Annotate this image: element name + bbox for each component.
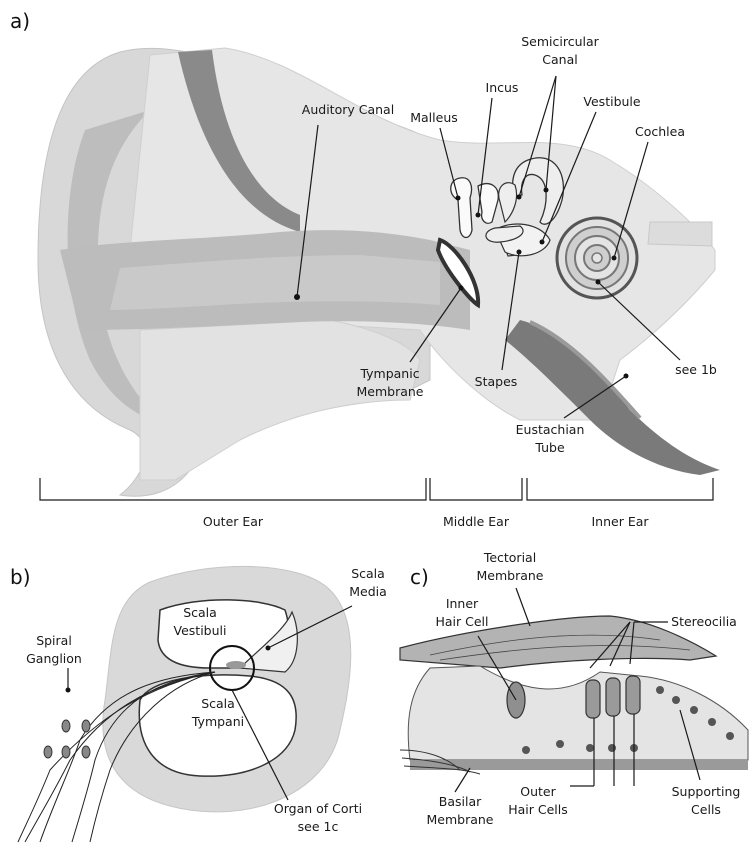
label-tectorial-line2: Membrane [477,568,544,583]
outer-hair-cells-shapes [586,676,640,718]
label-vestibule: Vestibule [583,94,640,109]
organ-of-corti-body [408,666,748,760]
label-inner-hair-line1: Inner [446,596,479,611]
bracket-middle-ear [430,478,522,500]
label-tympanic-line2: Membrane [357,384,424,399]
label-scala-media-line2: Media [349,584,387,599]
label-spiral-line2: Ganglion [26,651,82,666]
label-inner-ear: Inner Ear [591,514,649,529]
label-cochlea: Cochlea [635,124,685,139]
label-outer-hair-line2: Hair Cells [508,802,568,817]
label-scala-vestibuli-line1: Scala [183,605,217,620]
label-supporting-line2: Cells [691,802,721,817]
leader-tectorial [516,588,530,626]
label-eustachian-line1: Eustachian [516,422,585,437]
label-scala-tympani-line2: Tympani [191,714,244,729]
label-stereocilia: Stereocilia [671,614,737,629]
label-outer-ear: Outer Ear [203,514,264,529]
label-organ-line2: see 1c [298,819,339,834]
label-scala-vestibuli-line2: Vestibuli [174,623,227,638]
auditory-nerve [648,222,712,246]
label-incus: Incus [486,80,519,95]
leader-basilar [455,768,470,792]
panel-a-label: a) [10,9,30,33]
label-stapes: Stapes [475,374,518,389]
organ-of-corti-blob [226,661,246,669]
label-semicircular-line1: Semicircular [521,34,599,49]
label-scala-media-line1: Scala [351,566,385,581]
label-tectorial-line1: Tectorial [483,550,536,565]
cochlea-shape [557,218,637,298]
label-tympanic-line1: Tympanic [359,366,419,381]
panel-b-label: b) [10,565,31,589]
label-supporting-line1: Supporting [672,784,741,799]
bracket-inner-ear [527,478,713,500]
label-spiral-line1: Spiral [36,633,72,648]
bracket-outer-ear [40,478,426,500]
label-semicircular-line2: Canal [542,52,577,67]
label-malleus: Malleus [410,110,458,125]
label-middle-ear: Middle Ear [443,514,510,529]
label-organ-line1: Organ of Corti [274,801,362,816]
label-scala-tympani-line1: Scala [201,696,235,711]
lower-bone [140,320,420,480]
ganglion-cells [44,720,90,758]
label-basilar-line2: Membrane [427,812,494,827]
label-eustachian-line2: Tube [534,440,565,455]
label-outer-hair-line1: Outer [520,784,556,799]
label-auditory-canal: Auditory Canal [302,102,394,117]
label-basilar-line1: Basilar [439,794,482,809]
panel-c-label: c) [410,565,429,589]
label-see-1b: see 1b [675,362,717,377]
label-inner-hair-line2: Hair Cell [435,614,488,629]
